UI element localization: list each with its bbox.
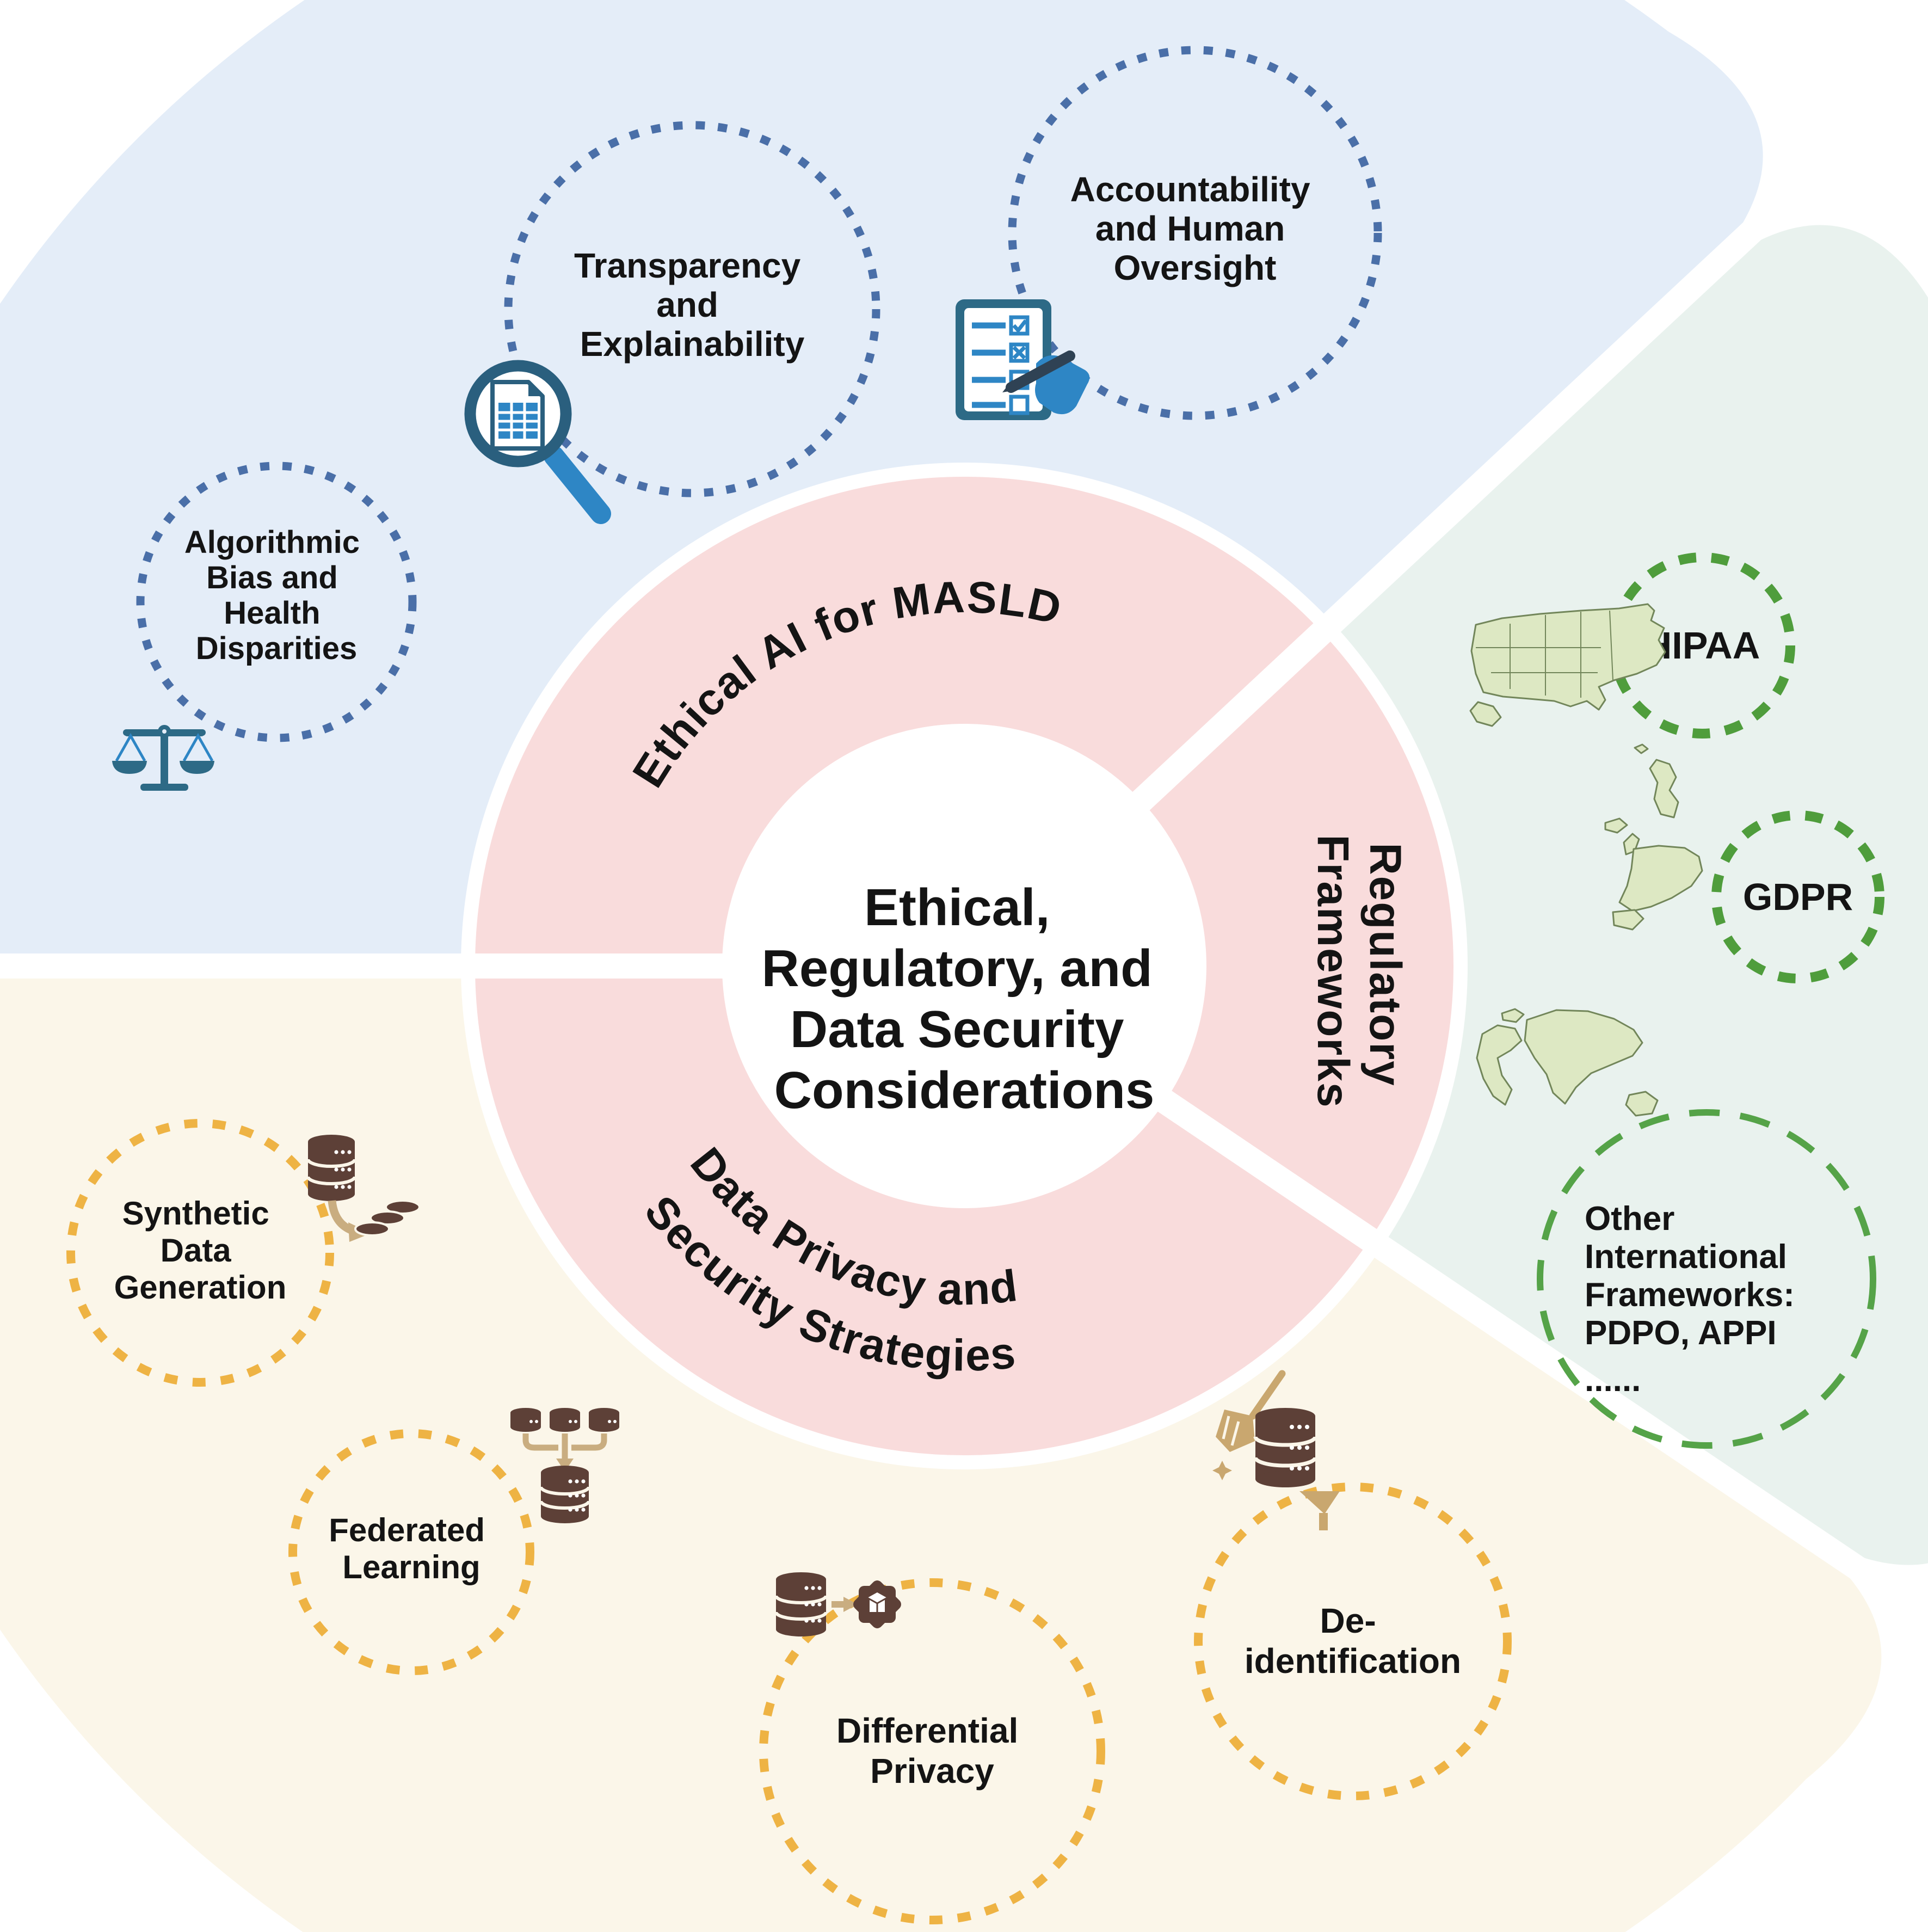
balance-scale-icon	[112, 725, 214, 791]
center-circle	[722, 724, 1206, 1208]
magnifier-document-icon	[464, 360, 611, 524]
topic-line: Federated	[329, 1512, 485, 1548]
federated-databases-icon	[510, 1408, 619, 1523]
topic-line: Explainability	[580, 324, 805, 364]
topic-line: Privacy	[870, 1751, 994, 1791]
topic-line: Frameworks:	[1585, 1276, 1795, 1314]
topic-label-other-international: Other International Frameworks: PDPO, AP…	[1585, 1200, 1804, 1399]
topic-line: International	[1585, 1238, 1787, 1276]
ring-outline	[461, 463, 1468, 1469]
topic-label-synthetic-data: Synthetic Data Generation	[114, 1195, 287, 1306]
topic-line: Oversight	[1114, 248, 1277, 287]
topic-label-algorithmic-bias: Algorithmic Bias and Health Disparities	[184, 525, 368, 666]
topic-line: Bias and	[206, 560, 338, 595]
topic-line: and Human	[1095, 209, 1285, 248]
topic-line: Disparities	[196, 631, 358, 666]
ring-label-regulatory-line2: Frameworks	[1308, 834, 1358, 1108]
topic-line: Accountability	[1070, 170, 1310, 209]
topic-label-gdpr: GDPR	[1743, 876, 1853, 918]
topic-line: ......	[1585, 1361, 1641, 1399]
topic-label-federated-learning: Federated Learning	[329, 1512, 494, 1585]
topic-label-accountability: Accountability and Human Oversight	[1070, 170, 1320, 287]
topic-line: De-	[1320, 1601, 1376, 1640]
topic-line: Synthetic	[122, 1195, 269, 1232]
topic-circle-accountability	[1008, 46, 1382, 420]
topic-line: Learning	[342, 1549, 480, 1585]
topic-circle-de-identification	[1194, 1482, 1512, 1800]
topic-line: and	[656, 285, 718, 324]
topic-line: Algorithmic	[184, 525, 360, 560]
topic-circle-algorithmic-bias	[136, 462, 417, 742]
topic-line: identification	[1245, 1641, 1461, 1681]
ring-label-regulatory: Regulatory Frameworks	[1308, 834, 1410, 1108]
topic-line: PDPO, APPI	[1585, 1314, 1777, 1352]
topic-line: HIPAA	[1644, 624, 1760, 667]
database-to-coins-icon	[306, 1135, 421, 1242]
center-title-line: Regulatory, and	[762, 939, 1153, 998]
topic-label-de-identification: De- identification	[1245, 1601, 1461, 1681]
topic-label-transparency: Transparency and Explainability	[574, 246, 810, 364]
topic-line: Transparency	[574, 246, 801, 285]
topic-line: Differential	[836, 1711, 1018, 1750]
topic-line: Health	[224, 595, 320, 631]
topic-circle-federated-learning	[288, 1429, 534, 1675]
center-title-line: Considerations	[774, 1061, 1155, 1119]
topic-label-differential-privacy: Differential Privacy	[836, 1711, 1028, 1791]
topic-label-hipaa: HIPAA	[1644, 624, 1760, 667]
database-gear-icon	[774, 1572, 901, 1636]
topic-line: Other	[1585, 1200, 1674, 1238]
topic-circle-gdpr	[1711, 810, 1884, 983]
topic-line: GDPR	[1743, 876, 1853, 918]
topic-circle-differential-privacy	[759, 1578, 1105, 1924]
topic-circle-synthetic-data	[66, 1119, 334, 1387]
europe-map-icon	[1604, 743, 1703, 931]
us-map-icon	[1469, 603, 1666, 727]
center-title-line: Data Security	[790, 1000, 1124, 1059]
ring-label-regulatory-line1: Regulatory	[1360, 842, 1410, 1086]
topic-circle-other-international	[1537, 1109, 1876, 1449]
center-title-line: Ethical,	[864, 878, 1050, 937]
topic-line: Data	[161, 1232, 232, 1269]
checklist-pen-icon	[956, 299, 1090, 420]
topic-line: Generation	[114, 1269, 287, 1306]
topic-circle-transparency	[504, 121, 880, 497]
center-title: Ethical, Regulatory, and Data Security C…	[762, 878, 1167, 1119]
world-map-icon	[1476, 1008, 1659, 1117]
broom-database-funnel-icon	[1212, 1370, 1340, 1530]
